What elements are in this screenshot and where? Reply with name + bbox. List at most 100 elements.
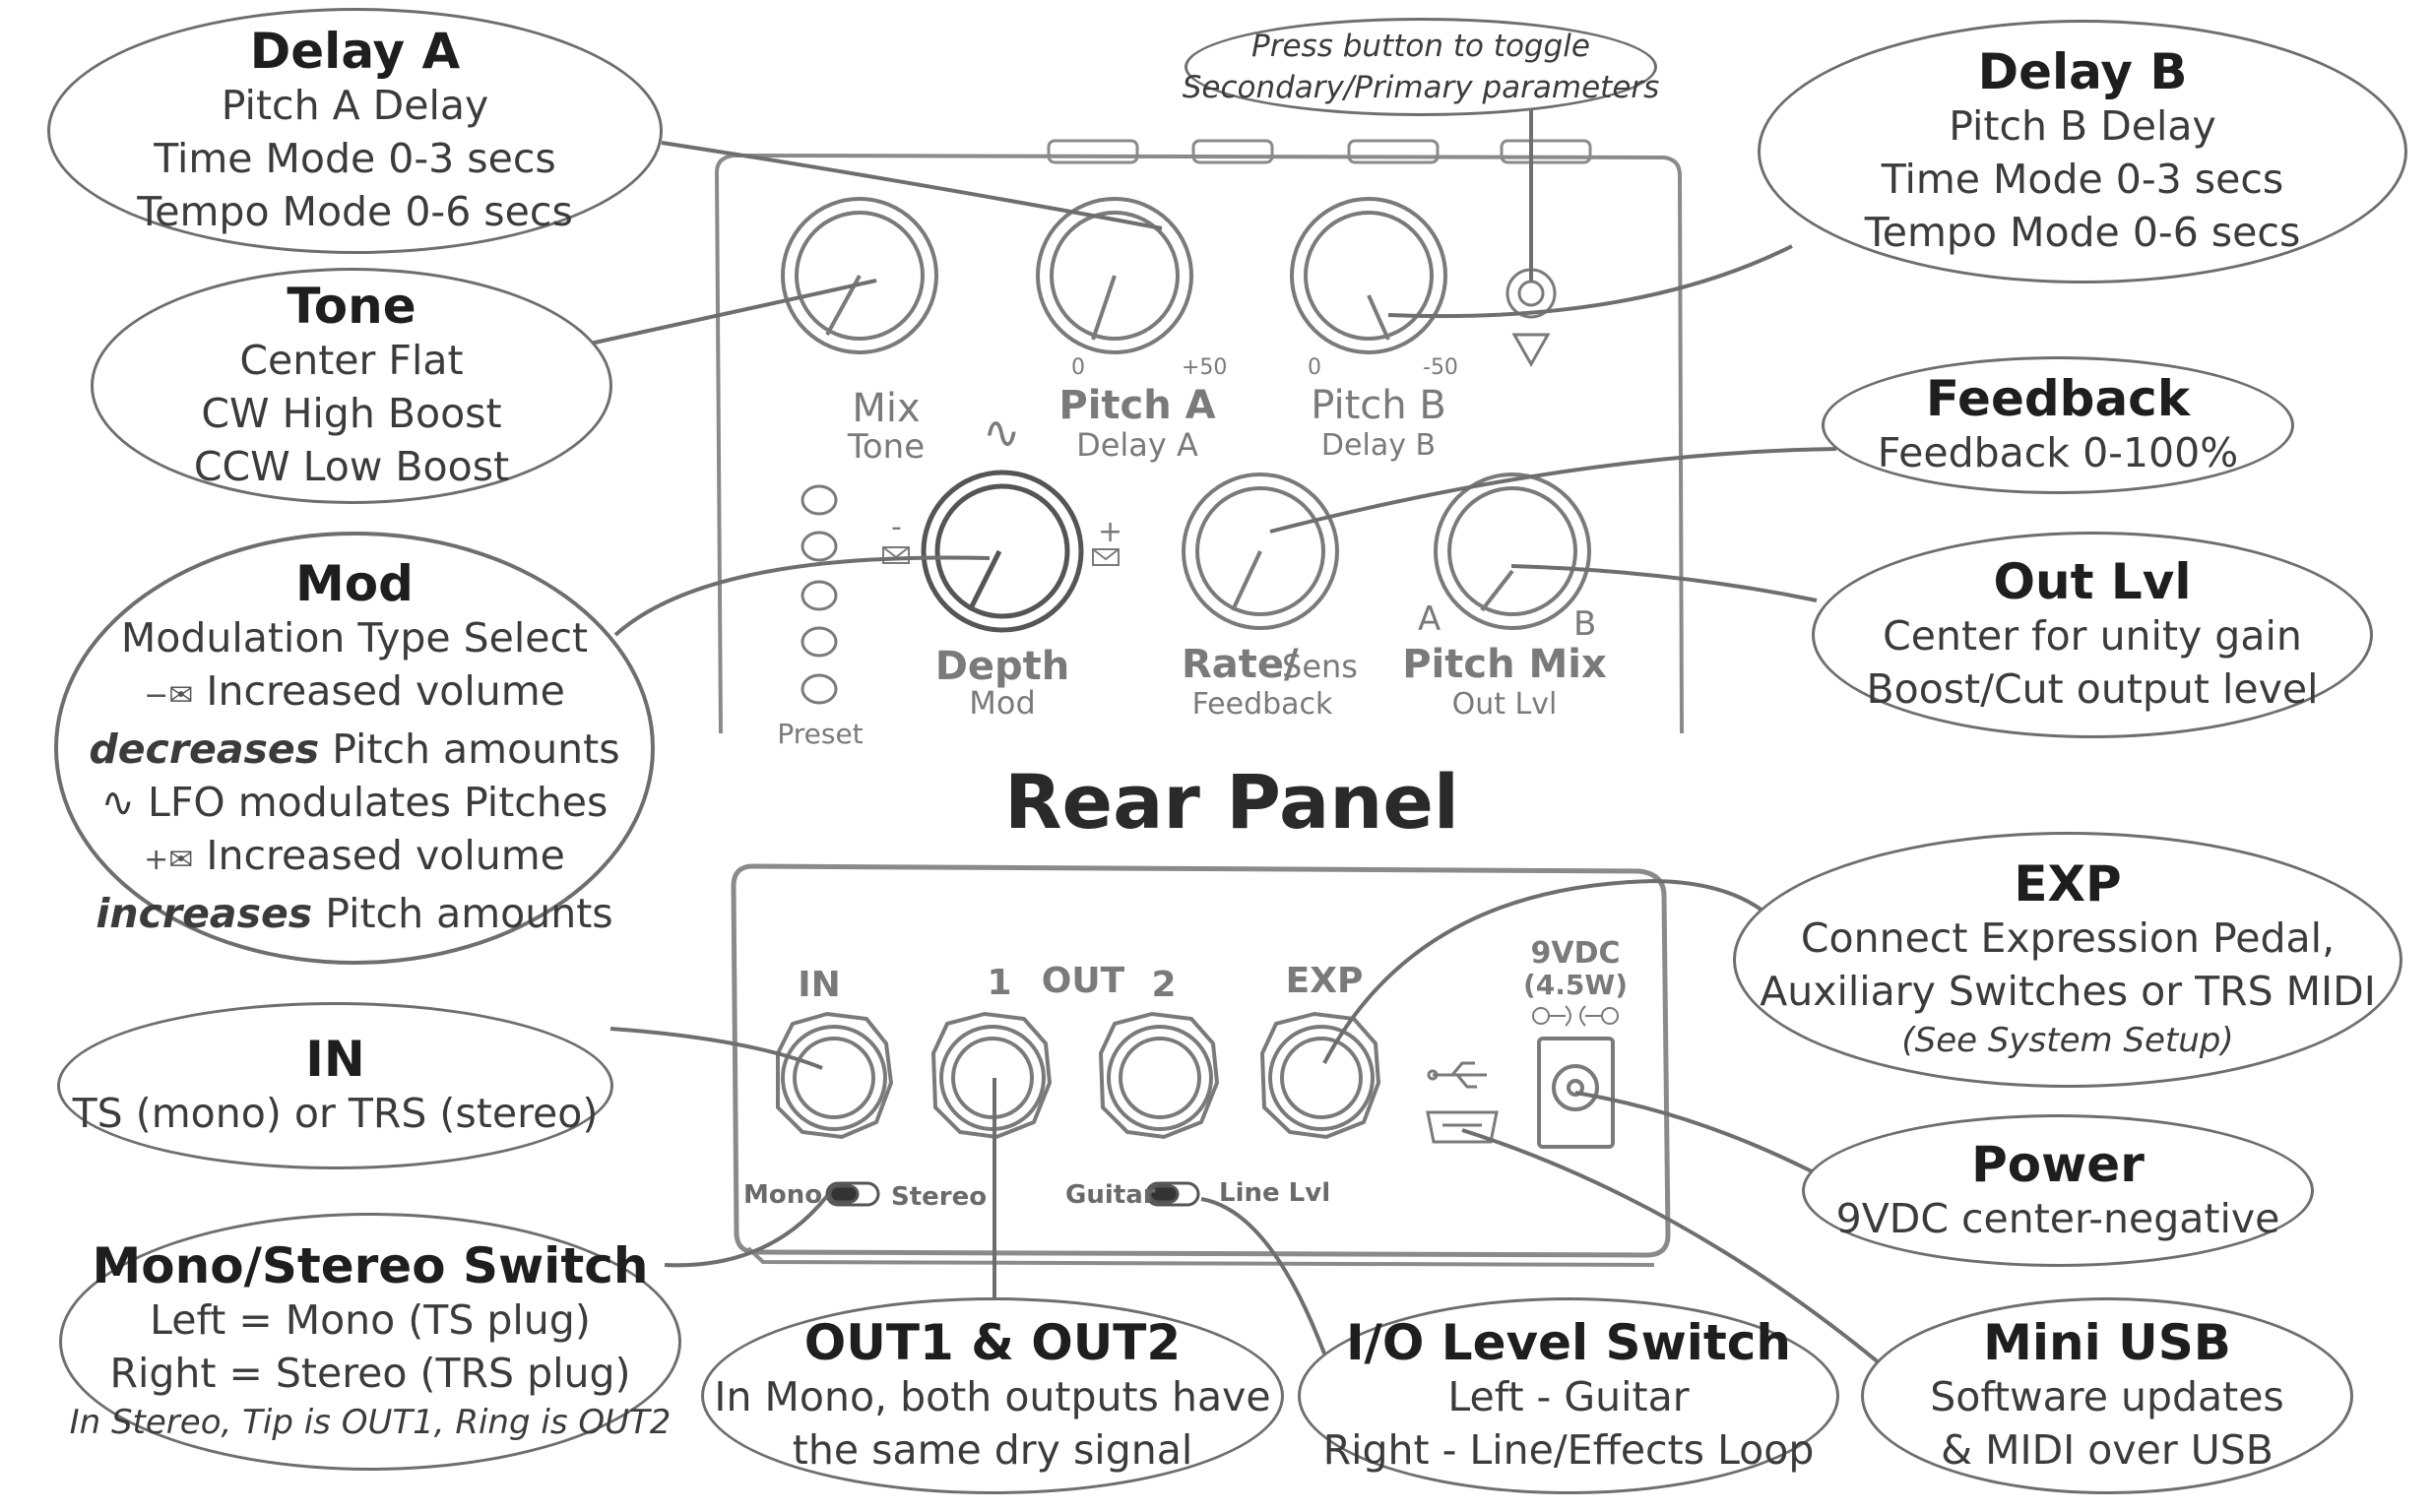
callout-title: Mini USB (1983, 1314, 2231, 1371)
callout-text: Increased volume (206, 667, 565, 715)
callout-note: (See System Setup) (1901, 1021, 2234, 1060)
label-pitch-mix: Pitch Mix (1402, 642, 1607, 687)
callout-title: IN (305, 1031, 365, 1088)
toggle-note-bubble: Press button to toggle Secondary/Primary… (1182, 18, 1660, 116)
callout-title: Power (1971, 1135, 2145, 1193)
callout-title: Feedback (1925, 370, 2191, 427)
leader-feedback (1269, 447, 1837, 534)
callout-title: Tone (287, 278, 416, 335)
toggle-button (1505, 268, 1557, 368)
callout-line: Time Mode 0-3 secs (154, 135, 556, 182)
toggle-note-line-2: Secondary/Primary parameters (1182, 70, 1660, 105)
knob-mix (781, 197, 938, 354)
callout-mono-stereo: Mono/Stereo Switch Left = Mono (TS plug)… (59, 1213, 681, 1471)
knob-pitch-mix (1434, 472, 1591, 630)
callout-line: Pitch B Delay (1949, 102, 2216, 150)
polarity-icon (1532, 1005, 1619, 1027)
callout-title: OUT1 & OUT2 (803, 1314, 1182, 1371)
label-4-5w: (4.5W) (1523, 969, 1628, 1001)
callout-delay-b: Delay B Pitch B Delay Time Mode 0-3 secs… (1758, 20, 2407, 284)
knob-depth (921, 470, 1084, 633)
knob-rate (1182, 472, 1339, 630)
label-pitch-a-max: +50 (1182, 355, 1227, 380)
leader-out-lvl (1510, 564, 1818, 602)
label-9vdc: 9VDC (1530, 936, 1620, 971)
callout-text: LFO modulates Pitches (148, 779, 608, 826)
label-pitch-a-min: 0 (1071, 355, 1085, 380)
callout-text: Increased volume (206, 832, 565, 879)
label-delay-a: Delay A (1076, 426, 1198, 464)
leader-mod (613, 555, 991, 637)
callout-line: Tempo Mode 0-6 secs (137, 188, 573, 235)
callout-line: Left = Mono (TS plug) (150, 1296, 591, 1344)
leader-usb (1461, 1128, 1888, 1370)
callout-feedback: Feedback Feedback 0-100% (1822, 356, 2294, 494)
callout-line: TS (mono) or TRS (stereo) (72, 1090, 599, 1137)
callout-line: Center for unity gain (1883, 612, 2302, 660)
callout-power: Power 9VDC center-negative (1802, 1114, 2314, 1267)
label-pitch-b-max: -50 (1423, 355, 1458, 380)
label-pitch-mix-a: A (1418, 599, 1441, 639)
label-guitar: Guitar (1065, 1180, 1156, 1210)
leader-delay-b (1387, 244, 1793, 319)
label-out2: 2 (1151, 965, 1176, 1005)
callout-line: Modulation Type Select (120, 614, 589, 662)
callout-line: Connect Expression Pedal, (1800, 914, 2336, 962)
toggle-note-line-1: Press button to toggle (1251, 29, 1590, 64)
callout-line: CCW Low Boost (193, 443, 510, 490)
label-in: IN (798, 965, 841, 1005)
label-depth: Depth (935, 644, 1070, 689)
callout-line: Pitch A Delay (221, 82, 489, 129)
label-line-lvl: Line Lvl (1219, 1178, 1330, 1208)
callout-line: 9VDC center-negative (1835, 1194, 2280, 1242)
label-pitch-b-min: 0 (1308, 355, 1321, 380)
callout-text: Pitch amounts (325, 890, 613, 937)
callout-line: −✉ Increased volume (144, 664, 565, 723)
jack-out1 (930, 1011, 1053, 1140)
label-pitch-a: Pitch A (1058, 383, 1215, 428)
callout-line: Left - Guitar (1447, 1373, 1690, 1420)
callout-line: Time Mode 0-3 secs (1881, 156, 2284, 203)
label-feedback: Feedback (1192, 687, 1333, 722)
label-rate: Rate/ (1182, 642, 1299, 687)
label-out: OUT (1042, 961, 1125, 1001)
label-pitch-mix-b: B (1573, 604, 1596, 644)
callout-out-lvl: Out Lvl Center for unity gain Boost/Cut … (1812, 532, 2373, 738)
label-pitch-b: Pitch B (1311, 383, 1446, 428)
jack-in (776, 1011, 894, 1140)
front-panel-outline (714, 153, 1684, 734)
envelope-plus-icon: +✉ (144, 843, 194, 877)
label-out1: 1 (987, 963, 1011, 1003)
callout-line: decreases Pitch amounts (89, 723, 619, 776)
callout-in: IN TS (mono) or TRS (stereo) (57, 1002, 613, 1169)
callout-emphasis: increases (96, 890, 313, 937)
callout-line: Software updates (1930, 1373, 2284, 1420)
wave-icon: ∿ (100, 779, 135, 826)
label-delay-b: Delay B (1321, 428, 1436, 463)
knob-pitch-a (1036, 197, 1193, 354)
leader-delay-a (661, 141, 1163, 230)
callout-line: Right - Line/Effects Loop (1322, 1426, 1815, 1474)
label-depth-plus: + (1098, 515, 1122, 549)
rear-panel-outline (731, 863, 1671, 1258)
callout-title: Out Lvl (1993, 553, 2192, 610)
label-tone: Tone (847, 427, 925, 467)
label-depth-minus: - (891, 510, 902, 544)
leader-exp (1322, 878, 1764, 1064)
wave-symbol: ∿ (983, 406, 1021, 459)
callout-line: Right = Stereo (TRS plug) (109, 1350, 631, 1397)
callout-title: EXP (2014, 855, 2122, 913)
top-jacks (1047, 139, 1592, 164)
callout-delay-a: Delay A Pitch A Delay Time Mode 0-3 secs… (47, 8, 663, 254)
jack-exp (1259, 1011, 1381, 1140)
callout-line: Feedback 0-100% (1877, 429, 2239, 476)
rear-panel-title: Rear Panel (1004, 758, 1459, 846)
callout-line: Center Flat (239, 337, 464, 384)
callout-emphasis: decreases (89, 725, 320, 773)
label-out-lvl: Out Lvl (1452, 687, 1558, 722)
callout-mini-usb: Mini USB Software updates & MIDI over US… (1861, 1297, 2353, 1494)
preset-leds (801, 484, 838, 705)
callout-line: Auxiliary Switches or TRS MIDI (1760, 968, 2376, 1015)
